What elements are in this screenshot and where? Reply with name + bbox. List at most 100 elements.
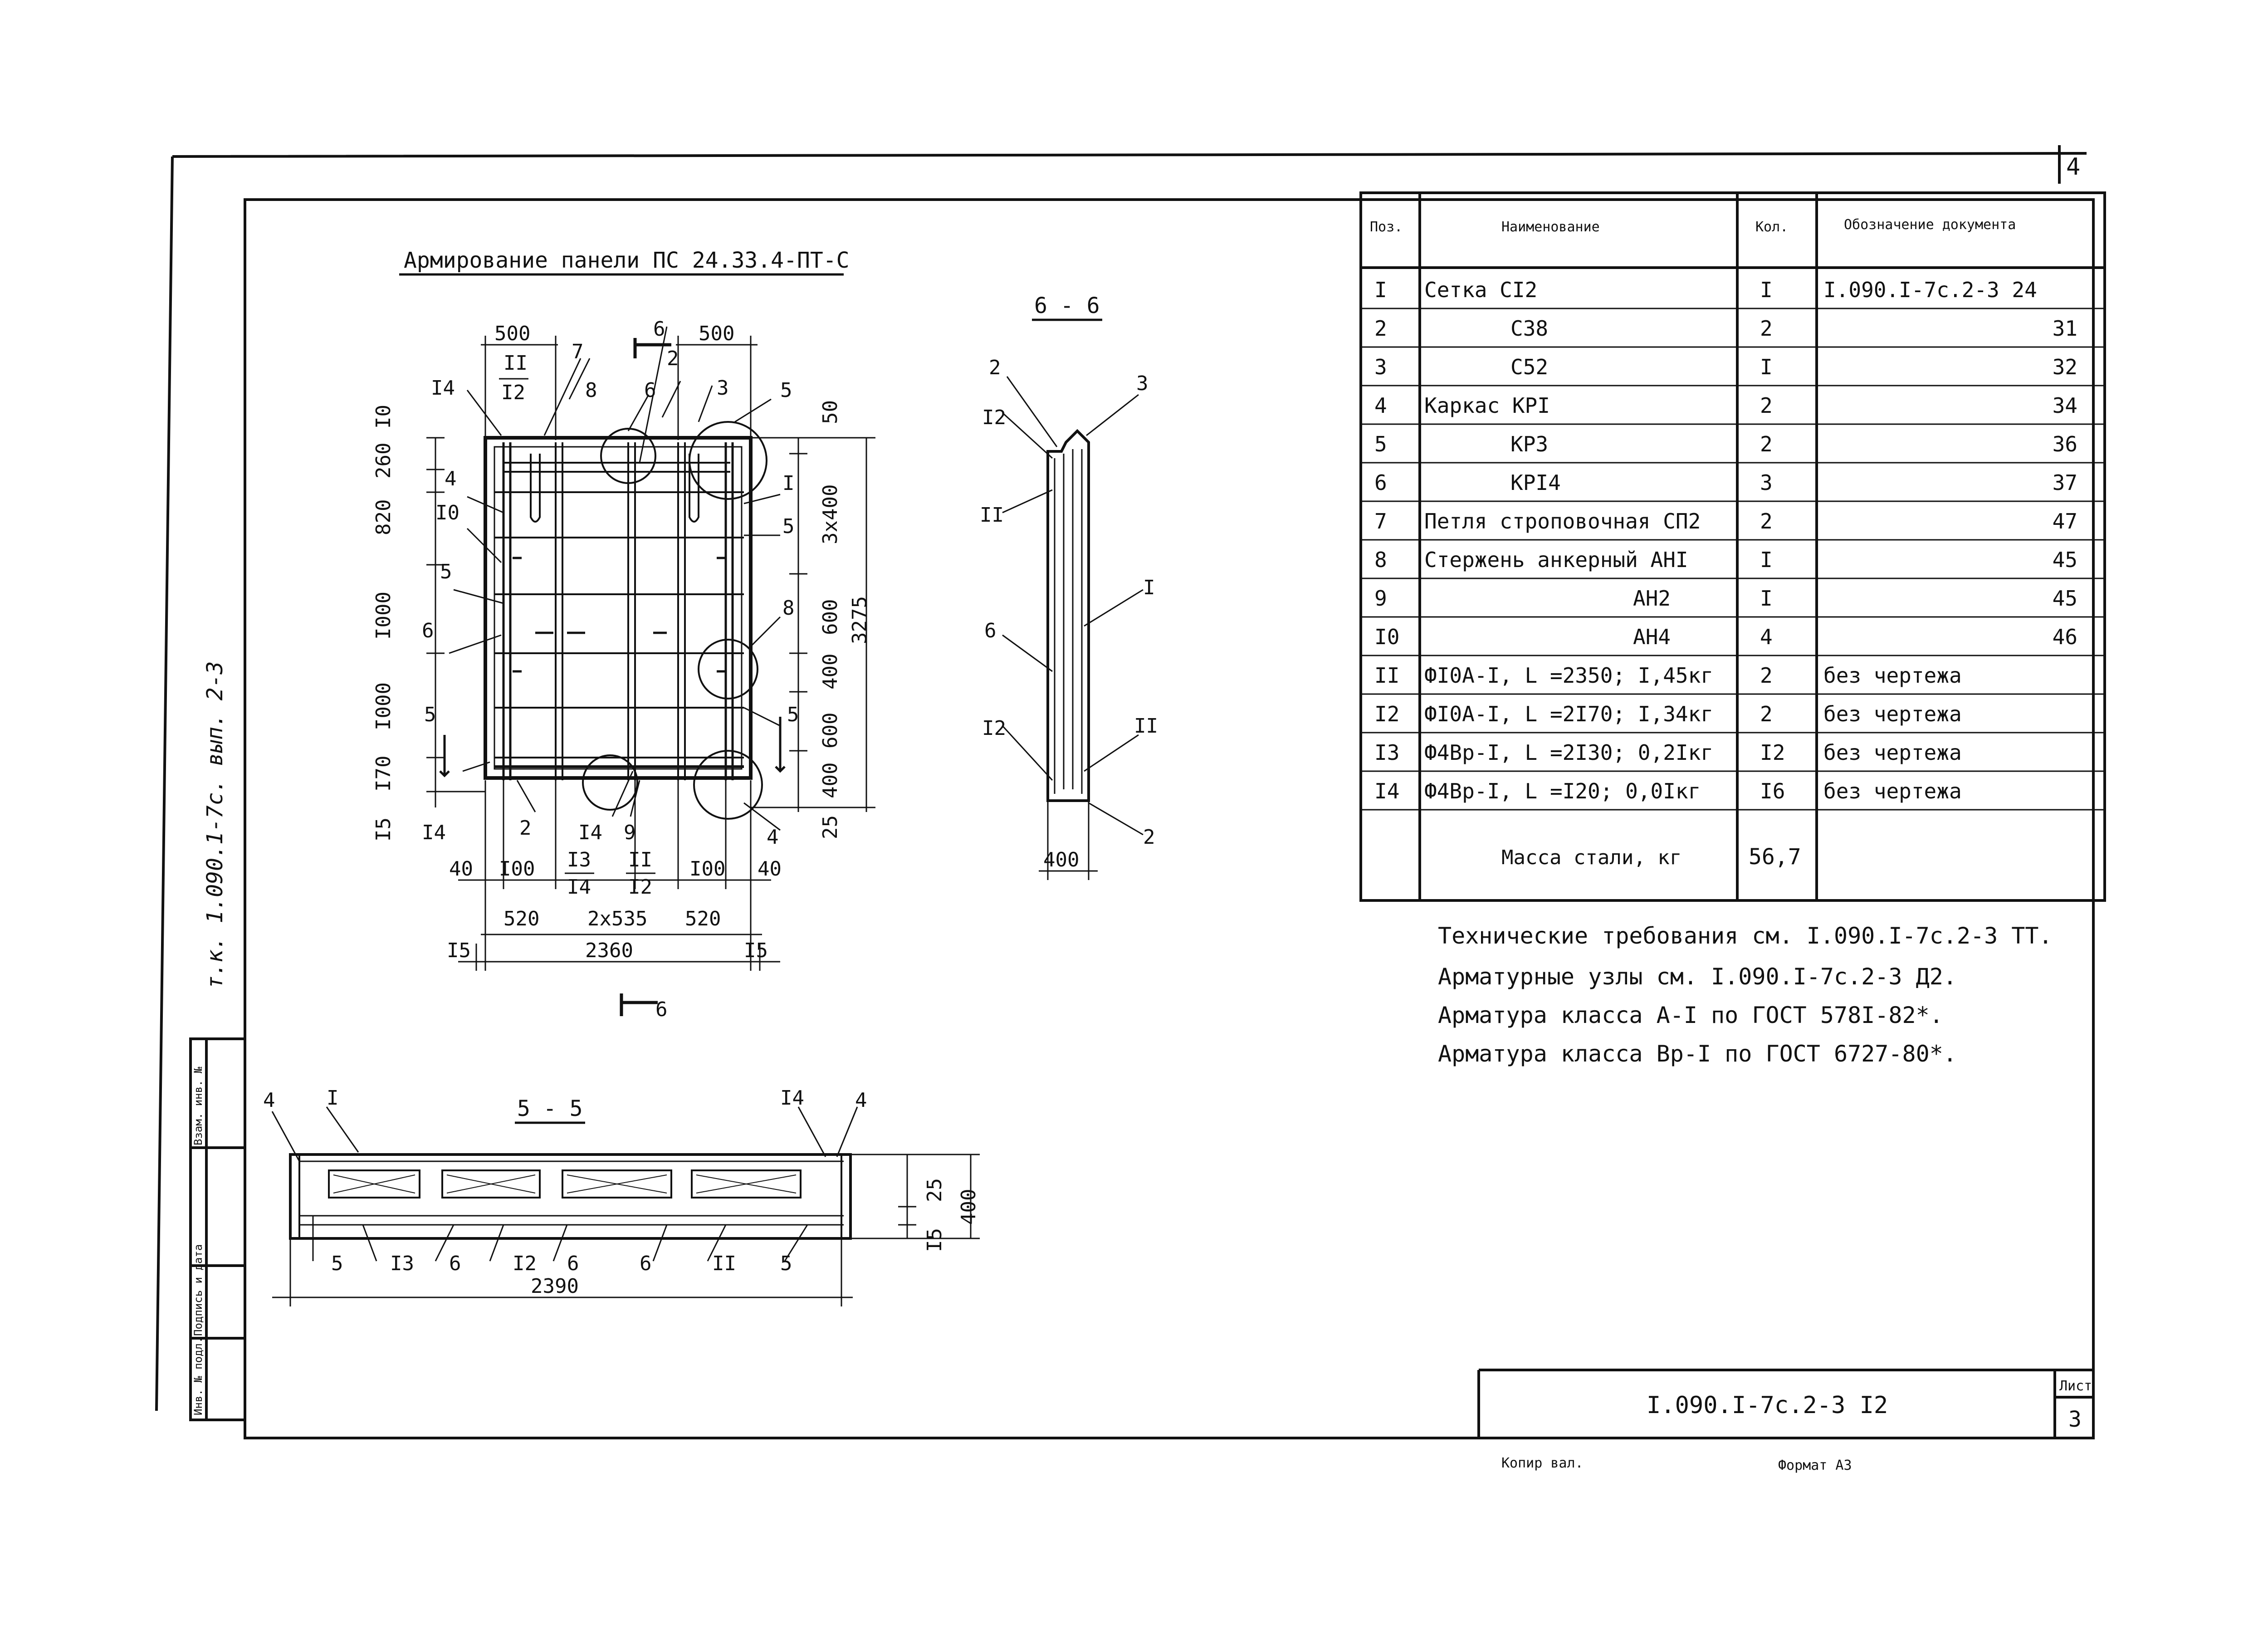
spec-cell: 46 [2053,625,2077,649]
spec-cell: I4 [1374,779,1399,803]
spec-cell: 5 [1374,432,1387,456]
spec-header: Обозначение документа [1844,217,2016,233]
spec-cell: С52 [1510,355,1548,379]
plan-dim-left: I5 [372,817,395,841]
spec-cell: 32 [2053,355,2077,379]
spec-cell: АН2 [1633,586,1671,611]
outer-frame [155,152,2087,1411]
spec-cell: I [1374,278,1387,302]
spec-cell: 36 [2053,432,2077,456]
sec55-dim: 400 [957,1189,980,1225]
spec-cell: Каркас КРI [1424,393,1550,418]
spec-header: Поз. [1370,219,1403,235]
sheet-label: Лист [2059,1378,2092,1394]
sec66-width: 400 [1043,848,1079,871]
plan-label: 6 [653,318,665,341]
plan-label: I0 [435,501,459,524]
spec-cell: I [1760,548,1773,572]
plan-label: 6 [422,619,434,642]
plan-dim-bottom: I5 [744,939,768,962]
plan-dim-left: 820 [372,499,395,535]
sec55-label: I4 [780,1086,804,1110]
sec55-label: 4 [263,1089,275,1112]
footer-copied: Копир вал. [1501,1455,1584,1471]
plan-dim-bottom: I3 [567,848,591,871]
spec-cell: 6 [1374,470,1387,495]
spec-header: Кол. [1755,219,1788,235]
sec55-label: I3 [390,1252,414,1275]
plan-dim-left: I000 [372,682,395,730]
plan-label: 8 [585,379,597,402]
plan-dim-bottom: I00 [689,857,725,881]
sec55-label: 6 [567,1252,579,1275]
spec-cell: ФI0А-I, L =2350; I,45кг [1424,663,1713,688]
plan-dim-right: 400 [819,763,842,798]
spec-cell: 3 [1760,470,1773,495]
spec-cell: I0 [1374,625,1399,649]
plan-dim-bottom: 40 [449,857,473,881]
spec-cell: 37 [2053,470,2077,495]
spec-cell: 2 [1760,316,1773,341]
title-block: I.090.I-7с.2-3 I2 Лист 3 Копир вал. Форм… [1477,1369,2093,1473]
note: Технические требования см. I.090.I-7с.2-… [1438,923,2053,949]
spec-cell: 2 [1760,432,1773,456]
spec-cell: 4 [1760,625,1773,649]
plan-dim-right: 400 [819,654,842,690]
mass-value: 56,7 [1749,844,1801,870]
sec66-label: 3 [1136,372,1149,395]
spec-cell: 9 [1374,586,1387,611]
spec-cell: 7 [1374,509,1387,533]
spec-cell: I [1760,278,1773,302]
plan-dim-left: I0 [372,405,395,429]
spec-cell: 2 [1760,393,1773,418]
sec66-label: 6 [984,619,997,642]
spec-cell: КР3 [1510,432,1548,456]
mass-label: Масса стали, кг [1501,846,1681,869]
mesh-block [691,1169,802,1199]
section-5-5: 5 - 5 4 I I4 4 5 I3 6 I2 [263,1086,980,1306]
plan-label: 3 [717,377,729,400]
side-strip [189,1037,246,1421]
note: Арматурные узлы см. I.090.I-7с.2-3 Д2. [1438,964,1957,990]
plan-label: 2 [667,347,679,370]
note: Арматура класса А-I по ГОСТ 578I-82*. [1438,1002,1943,1028]
side-field: Инв. № подл. [192,1337,205,1415]
spec-cell: 2 [1760,702,1773,726]
spec-cell: без чертежа [1823,740,1962,765]
plan-dim-bottom: I2 [628,876,652,899]
plan-label: 5 [424,703,436,726]
plan-label: 4 [767,826,779,849]
spec-cell: I3 [1374,740,1399,765]
plan-dim-right: 3х400 [819,484,842,544]
sec55-label: 6 [640,1252,652,1275]
sec55-dim: 25 [923,1178,946,1202]
mesh-block [441,1169,541,1199]
corner-sheet-number: 4 [2066,153,2080,181]
section-6-6: 6 - 6 2 3 I2 II I 6 I2 II 2 400 [980,293,1158,880]
plan-dim-right: 50 [819,400,842,424]
spec-cell: 2 [1760,663,1773,688]
plan-label: 7 [572,340,584,363]
spec-cell: 2 [1760,509,1773,533]
sec55-label: 6 [449,1252,461,1275]
plan-dim-bottom: 2х535 [587,907,647,930]
spec-cell: I2 [1374,702,1399,726]
spec-cell: 2 [1374,316,1387,341]
inner-frame [244,198,2095,1439]
sec66-label: 2 [989,356,1001,379]
plan-dim-bottom: I4 [567,876,591,899]
spec-cell: С38 [1510,316,1548,341]
plan-view: Армирование панели ПС 24.33.4-ПТ-С [372,248,875,1021]
note: Арматура класса Вр-I по ГОСТ 6727-80*. [1438,1041,1957,1067]
spec-cell: II [1374,663,1399,688]
plan-label: I4 [431,377,455,400]
sec55-label: II [712,1252,736,1275]
plan-label: 5 [780,379,792,402]
spec-cell: Ф4Вр-I, L =I20; 0,0Iкг [1424,779,1701,803]
sec66-label: I2 [982,717,1006,740]
plan-dim-bottom: II [628,848,652,871]
spec-cell: Петля строповочная СП2 [1424,509,1701,533]
sec66-label: 2 [1143,826,1155,849]
plan-label: 9 [624,821,636,844]
spec-cell: Стержень анкерный АНI [1424,548,1688,572]
